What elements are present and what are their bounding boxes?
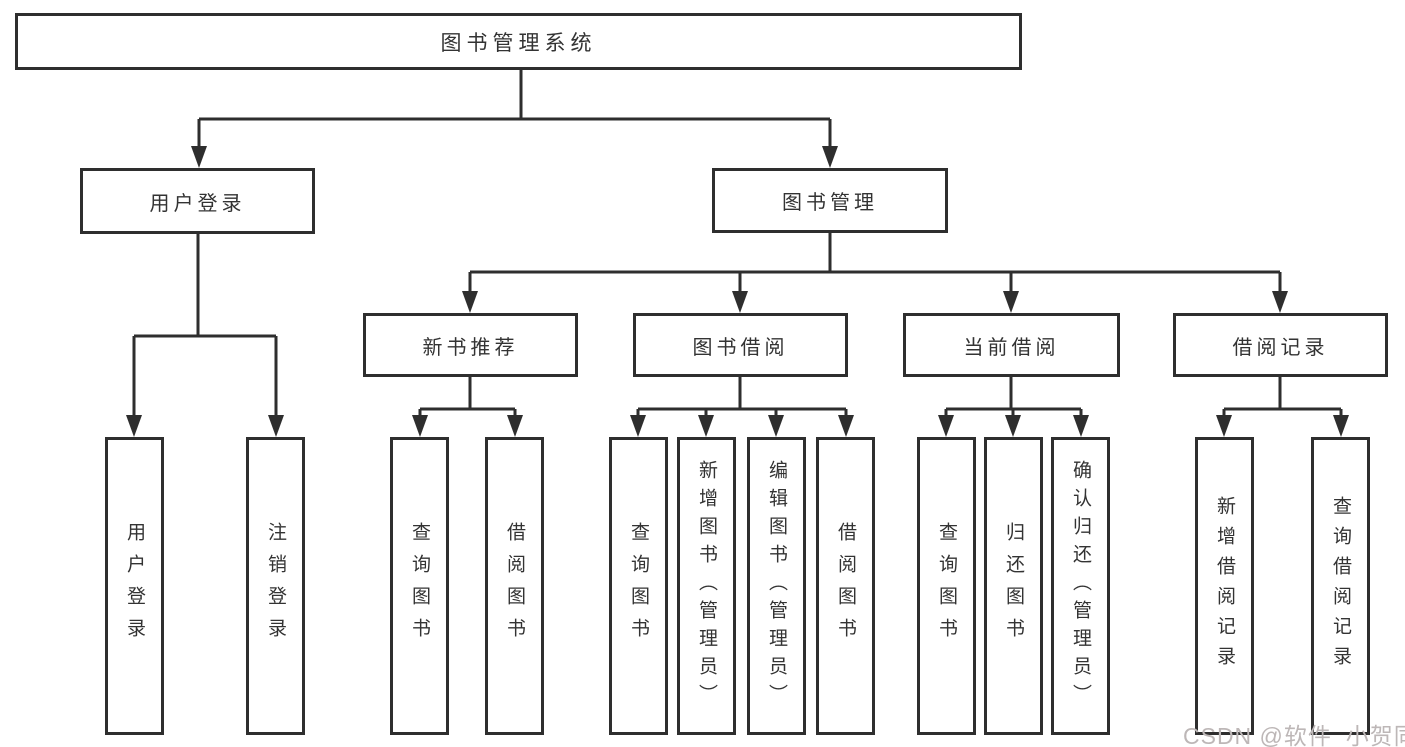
watermark: CSDN @软件_小贺同学 [1183, 723, 1405, 747]
leaf-label: 确认归还（管理员） [1070, 460, 1091, 712]
leaf-label: 借阅图书 [504, 522, 525, 650]
node-label: 当前借阅 [963, 336, 1060, 359]
node-library-management-system: 图书管理系统 [15, 13, 1022, 70]
node-label: 图书借阅 [692, 336, 789, 359]
leaf-label: 编辑图书（管理员） [766, 460, 787, 712]
leaf-label: 新增借阅记录 [1214, 496, 1235, 676]
leaf-label: 查询图书 [936, 522, 957, 650]
leaf-return-book: 归还图书 [984, 437, 1043, 735]
leaf-edit-book-admin: 编辑图书（管理员） [747, 437, 806, 735]
node-new-book-recommend: 新书推荐 [363, 313, 578, 377]
leaf-label: 查询借阅记录 [1330, 496, 1351, 676]
leaf-borrow-books: 借阅图书 [816, 437, 875, 735]
node-label: 图书管理系统 [440, 31, 597, 55]
leaf-query-books-borrow: 查询图书 [609, 437, 668, 735]
node-current-borrow: 当前借阅 [903, 313, 1120, 377]
leaf-logout: 注销登录 [246, 437, 305, 735]
leaf-query-books-recommend: 查询图书 [390, 437, 449, 735]
leaf-label: 归还图书 [1003, 522, 1024, 650]
leaf-query-borrow-record: 查询借阅记录 [1311, 437, 1370, 735]
node-borrow-records: 借阅记录 [1173, 313, 1388, 377]
node-book-borrow: 图书借阅 [633, 313, 848, 377]
leaf-query-books-current: 查询图书 [917, 437, 976, 735]
node-label: 新书推荐 [422, 336, 519, 359]
leaf-label: 查询图书 [628, 522, 649, 650]
arrowheads [126, 146, 1349, 437]
node-label: 借阅记录 [1232, 336, 1329, 359]
leaf-confirm-return-admin: 确认归还（管理员） [1051, 437, 1110, 735]
leaf-user-login: 用户登录 [105, 437, 164, 735]
node-user-login: 用户登录 [80, 168, 315, 234]
leaf-label: 新增图书（管理员） [696, 460, 717, 712]
leaf-label: 借阅图书 [835, 522, 856, 650]
leaf-label: 注销登录 [265, 522, 286, 650]
node-book-management: 图书管理 [712, 168, 948, 233]
leaf-label: 查询图书 [409, 522, 430, 650]
leaf-add-borrow-record: 新增借阅记录 [1195, 437, 1254, 735]
leaf-add-book-admin: 新增图书（管理员） [677, 437, 736, 735]
leaf-label: 用户登录 [124, 522, 145, 650]
node-label: 用户登录 [149, 192, 246, 215]
leaf-borrow-books-recommend: 借阅图书 [485, 437, 544, 735]
node-label: 图书管理 [782, 192, 878, 214]
